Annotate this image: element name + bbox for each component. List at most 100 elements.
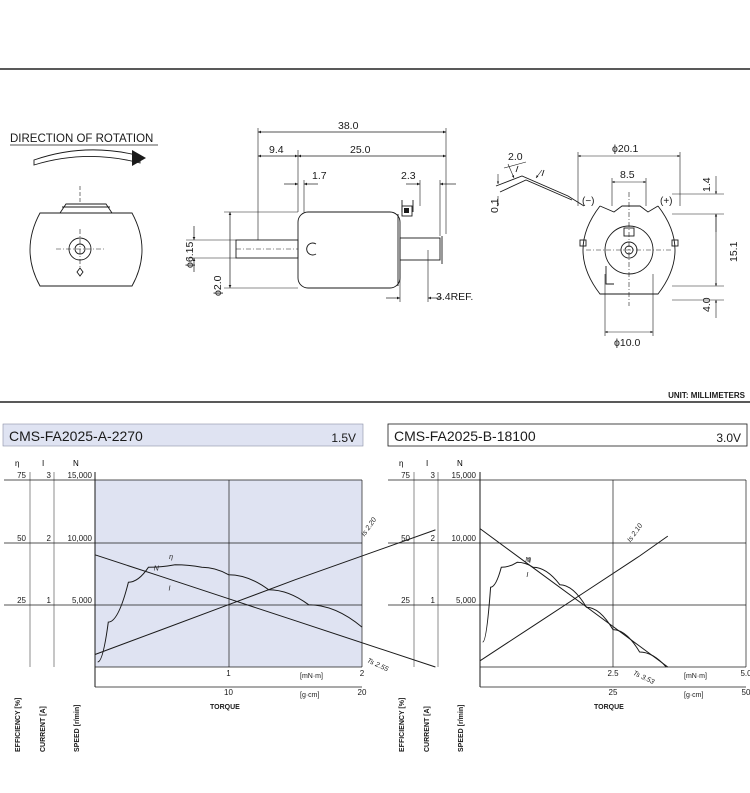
panel-a-spd-tick-5000: 5,000 (72, 596, 93, 605)
panel-b-cur-title: CURRENT [A] (424, 706, 431, 752)
panel-b-eff-header: η (399, 459, 403, 468)
panel-b-label-stall-torque: Ts 3.53 (632, 670, 656, 686)
unit-note: UNIT: MILLIMETERS (668, 391, 746, 400)
panel-a-label-eff: η (169, 554, 173, 561)
panel-a-cur-tick-1: 1 (47, 596, 52, 605)
rotation-title: DIRECTION OF ROTATION (10, 133, 153, 145)
panel-b-model: CMS-FA2025-B-18100 (394, 428, 536, 444)
chart-panel-b: CMS-FA2025-B-18100 3.0V η I N 75 3 15,00… (387, 423, 750, 752)
panel-b-efficiency-curve (482, 561, 667, 668)
panel-a-spd-header: N (73, 459, 79, 468)
front-view (29, 186, 143, 287)
panel-a-cur-header: I (42, 459, 44, 468)
dim-boss-dia: ϕ10.0 (614, 337, 640, 349)
panel-a-spd-tick-15000: 15,000 (68, 471, 93, 480)
panel-a-unit-mn: [mN·m] (300, 673, 323, 680)
terminal-minus-label: (−) (582, 196, 595, 207)
end-view (495, 165, 679, 306)
dim-terminal-thickness: 0.1 (489, 198, 501, 213)
panel-a-eff-title: EFFICIENCY [%] (15, 698, 22, 752)
panel-b-spd-title: SPEED [r/min] (458, 705, 465, 752)
panel-b-xtick-g-0: 25 (609, 688, 618, 697)
dim-body-length: 25.0 (350, 144, 371, 156)
side-view (235, 200, 443, 289)
panel-b-spd-tick-10000: 10,000 (452, 534, 477, 543)
panel-a-current-line (94, 529, 436, 655)
dim-boss-length: 1.7 (312, 170, 327, 182)
panel-b-cur-tick-3: 3 (431, 471, 436, 480)
dim-shaft-dia: ϕ2.0 (212, 275, 224, 296)
panel-b-spd-tick-15000: 15,000 (452, 471, 477, 480)
rotation-arrow-icon (33, 149, 141, 166)
panel-a-cur-tick-3: 3 (47, 471, 52, 480)
dim-terminal-ref: 3.4REF. (436, 291, 473, 303)
panel-a-speed-line (94, 554, 436, 668)
panel-a-cur-tick-2: 2 (47, 534, 52, 543)
panel-a-xtick-g-0: 10 (224, 688, 233, 697)
panel-b-label-current: I (526, 572, 528, 579)
terminal-plus-label: (+) (660, 196, 673, 207)
panel-a-x-ticks: 1 2 10 20 (224, 669, 367, 697)
panel-b-header (387, 423, 748, 447)
dim-flat-height: 15.1 (728, 241, 740, 262)
panel-a-unit-g: [g·cm] (300, 692, 320, 699)
dim-height-bottom: 4.0 (701, 297, 713, 312)
end-view-dimension-lines (496, 152, 724, 336)
panel-b-current-line (479, 535, 669, 662)
panel-b-cur-tick-1: 1 (431, 596, 436, 605)
panel-b-spd-tick-5000: 5,000 (456, 596, 477, 605)
dim-overall-length: 38.0 (338, 120, 359, 132)
panel-a-eff-tick-50: 50 (17, 534, 26, 543)
dim-height-top: 1.4 (701, 177, 713, 192)
panel-a-eff-header: η (15, 459, 19, 468)
dim-rear-boss: 2.3 (401, 170, 416, 182)
panel-a-eff-tick-75: 75 (17, 471, 26, 480)
panel-b-spd-header: N (457, 459, 463, 468)
panel-a-xtick-g-1: 20 (358, 688, 367, 697)
panel-a-curves: NηI Is 2.20 Ts 2.55 (94, 517, 436, 673)
panel-a-header (2, 423, 364, 447)
panel-a-plot-bg (95, 480, 362, 667)
panel-a-xtick-mn-0: 1 (226, 669, 231, 678)
rotation-arrowhead-icon (132, 150, 146, 166)
panel-b-xtick-g-1: 50 (742, 688, 750, 697)
panel-a-label-stall-current: Is 2.20 (360, 517, 378, 538)
panel-b-cur-tick-2: 2 (431, 534, 436, 543)
panel-a-xtick-mn-1: 2 (360, 669, 365, 678)
panel-b-eff-tick-75: 75 (401, 471, 410, 480)
panel-b-voltage: 3.0V (716, 431, 741, 445)
panel-b-eff-tick-50: 50 (401, 534, 410, 543)
panel-a-label-current: I (169, 586, 171, 593)
panel-b-xtick-mn-0: 2.5 (607, 669, 619, 678)
panel-a-eff-tick-25: 25 (17, 596, 26, 605)
dimension-labels: 38.0 9.4 25.0 1.7 2.3 3.4REF. ϕ6.15 ϕ2.0… (184, 120, 740, 349)
dim-body-dia: ϕ6.15 (184, 242, 196, 268)
panel-b-label-speed: N (525, 557, 531, 564)
dim-terminal-width: 2.0 (508, 151, 523, 163)
panel-a-efficiency-curve (97, 564, 363, 663)
dimension-drawing: DIRECTION OF ROTATION (10, 128, 724, 336)
panel-a-model: CMS-FA2025-A-2270 (9, 428, 143, 444)
panel-b-label-eff: η (527, 556, 531, 563)
panel-a-label-stall-torque: Ts 2.55 (366, 657, 390, 673)
panel-a-spd-title: SPEED [r/min] (74, 705, 81, 752)
dim-overall-dia: ϕ20.1 (612, 143, 638, 155)
panel-b-unit-mn: [mN·m] (684, 673, 707, 680)
panel-b-eff-title: EFFICIENCY [%] (399, 698, 406, 752)
panel-a-torque-label: TORQUE (210, 704, 240, 711)
side-view-extension-lines (186, 128, 447, 302)
panel-b-unit-g: [g·cm] (684, 692, 704, 699)
panel-a-voltage: 1.5V (331, 431, 356, 445)
chart-panel-a: CMS-FA2025-A-2270 1.5V η I N 75 3 15,000… (2, 423, 436, 752)
panel-b-cur-header: I (426, 459, 428, 468)
panel-a-cur-title: CURRENT [A] (40, 706, 47, 752)
panel-a-label-speed: N (154, 566, 160, 573)
side-view-dimension-lines (192, 130, 456, 300)
dim-terminal-spacing: 8.5 (620, 169, 635, 181)
panel-b-torque-label: TORQUE (594, 704, 624, 711)
dim-shaft-length: 9.4 (269, 144, 284, 156)
panel-b-eff-tick-25: 25 (401, 596, 410, 605)
panel-a-spd-tick-10000: 10,000 (68, 534, 93, 543)
